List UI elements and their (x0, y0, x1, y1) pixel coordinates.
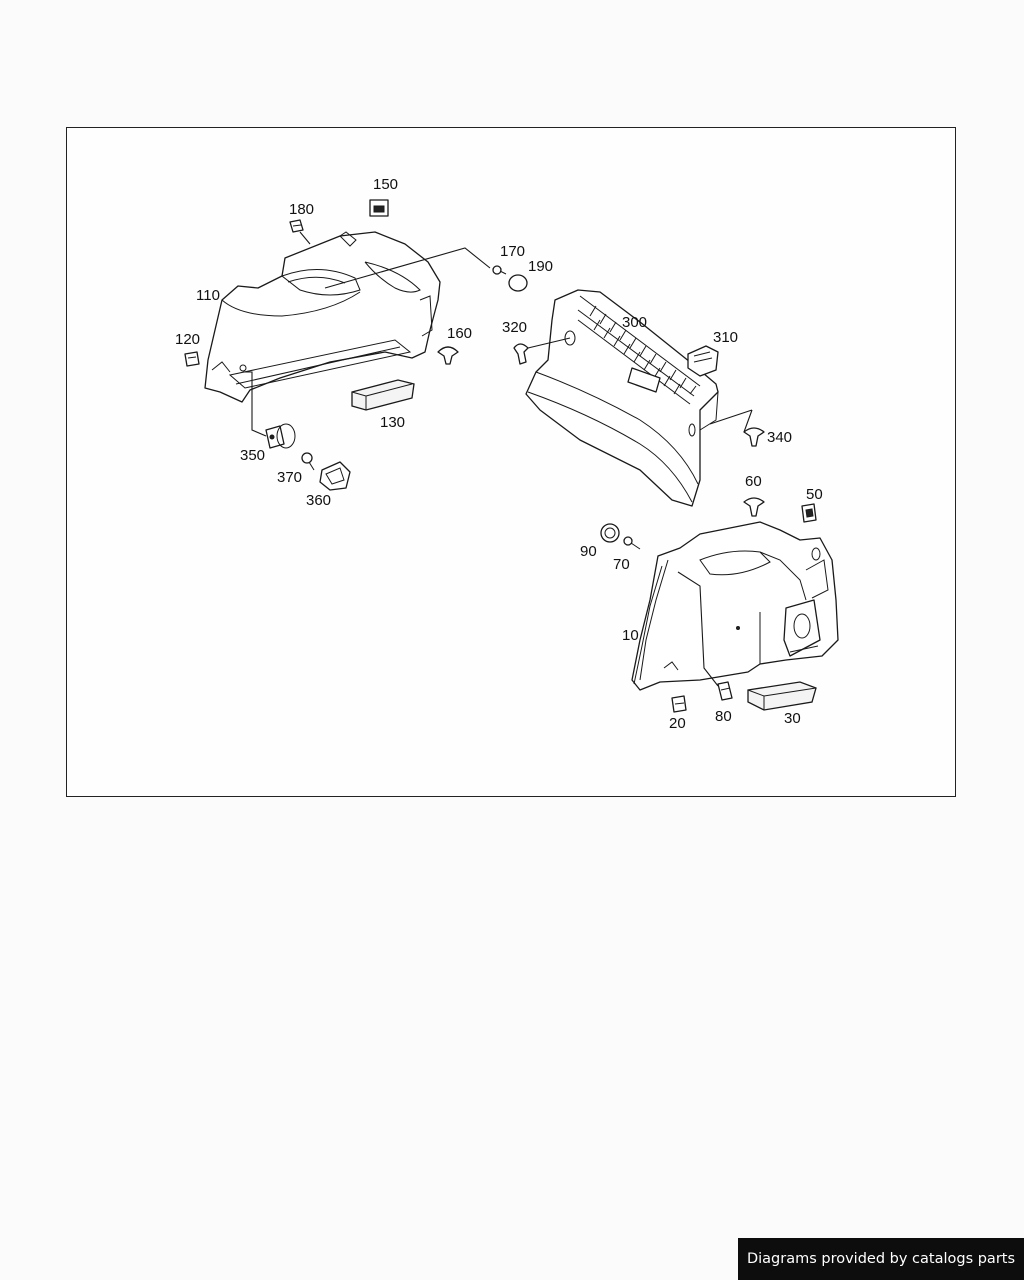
callout-60: 60 (745, 473, 762, 490)
callout-80: 80 (715, 708, 732, 725)
callout-320: 320 (502, 319, 527, 336)
callout-180: 180 (289, 201, 314, 218)
callout-170: 170 (500, 243, 525, 260)
callout-190: 190 (528, 258, 553, 275)
part-70-screw (623, 536, 641, 550)
part-90-clip (600, 523, 620, 543)
callout-150: 150 (373, 176, 398, 193)
part-80-clip (717, 681, 733, 701)
callout-360: 360 (306, 492, 331, 509)
part-190-cap (508, 274, 528, 292)
part-160-clip (437, 346, 459, 365)
part-50-clip (801, 503, 817, 523)
callout-110: 110 (196, 287, 220, 304)
callout-340: 340 (767, 429, 792, 446)
callout-310: 310 (713, 329, 738, 346)
part-370-screw (301, 452, 315, 471)
callout-160: 160 (447, 325, 472, 342)
callout-90: 90 (580, 543, 597, 560)
callout-20: 20 (669, 715, 686, 732)
part-180-clip (289, 219, 304, 233)
part-300-ribs (589, 305, 697, 395)
leader-lines (243, 231, 753, 687)
part-170-screw (492, 265, 507, 275)
part-120-clip (184, 351, 200, 367)
part-360-cover (319, 461, 351, 491)
callout-300: 300 (622, 314, 647, 331)
part-150-clip (369, 199, 389, 217)
part-320-clip (513, 343, 529, 365)
part-300-middle-trim (525, 289, 719, 507)
credit-text: Diagrams provided by catalogs parts (746, 1251, 1016, 1267)
part-30-pad (747, 681, 817, 711)
callout-120: 120 (175, 331, 200, 348)
part-10-right-trim-panel (631, 521, 839, 691)
part-110-left-trim-panel (204, 231, 441, 403)
callout-labels: 150 180 170 190 110 120 160 130 350 370 … (175, 176, 823, 732)
callout-350: 350 (240, 447, 265, 464)
part-130-pad (351, 379, 415, 411)
part-340-clip (743, 427, 765, 447)
part-310-clip (687, 345, 719, 377)
callout-70: 70 (613, 556, 630, 573)
callout-130: 130 (380, 414, 405, 431)
part-60-clip (743, 497, 765, 517)
part-350-ring (265, 423, 296, 449)
credit-banner: Diagrams provided by catalogs parts (738, 1238, 1024, 1280)
callout-10: 10 (622, 627, 639, 644)
callout-50: 50 (806, 486, 823, 503)
part-20-clip (671, 695, 687, 713)
callout-30: 30 (784, 710, 801, 727)
callout-370: 370 (277, 469, 302, 486)
